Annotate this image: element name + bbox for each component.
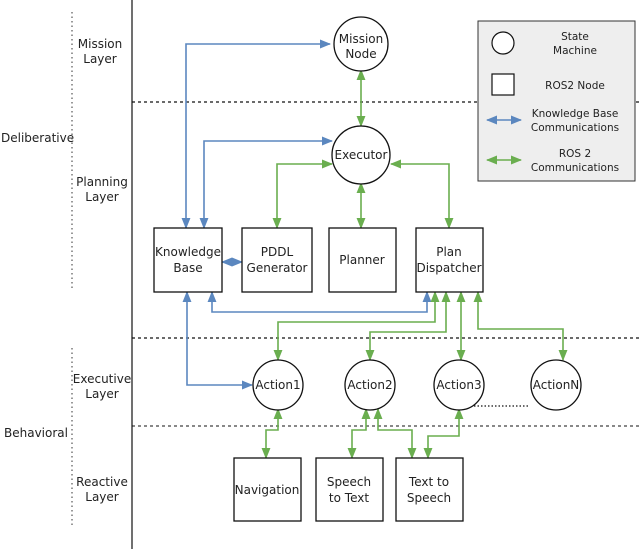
actionN-label: ActionN bbox=[533, 378, 580, 392]
planning-layer-label-line1: Planning bbox=[76, 175, 128, 189]
navigation-label: Navigation bbox=[235, 483, 300, 497]
arrow-kb-action1 bbox=[182, 290, 254, 390]
arrow-kb-executor bbox=[199, 136, 334, 230]
text-to-speech-label-line1: Text to bbox=[408, 475, 449, 489]
legend-ros2-node-label: ROS2 Node bbox=[545, 80, 605, 92]
arrow-dispatcher-action2 bbox=[365, 290, 451, 362]
mission-node-label-line1: Mission bbox=[339, 32, 383, 46]
legend: State Machine ROS2 Node Knowledge Base C… bbox=[477, 20, 636, 182]
state-machine-executor: Executor bbox=[331, 125, 391, 185]
state-machine-action3: Action3 bbox=[433, 359, 485, 411]
planning-layer-label-line2: Layer bbox=[85, 190, 119, 204]
arrow-action1-navigation bbox=[261, 407, 283, 460]
legend-state-machine-line2: Machine bbox=[553, 45, 597, 57]
knowledge-base-label-line1: Knowledge bbox=[155, 245, 221, 259]
node-planner: Planner bbox=[328, 227, 397, 293]
arrow-kb-mission bbox=[181, 39, 332, 230]
arrow-executor-dispatcher bbox=[389, 159, 454, 230]
mission-layer-label-line1: Mission bbox=[78, 37, 122, 51]
arrow-action2-text-to-speech bbox=[373, 407, 417, 460]
speech-to-text-label-line1: Speech bbox=[327, 475, 371, 489]
arrow-action3-text-to-speech bbox=[423, 407, 464, 460]
legend-state-machine-symbol bbox=[491, 31, 515, 55]
reactive-layer-label-line2: Layer bbox=[85, 490, 119, 504]
node-navigation: Navigation bbox=[233, 457, 302, 522]
state-machine-action1: Action1 bbox=[252, 359, 304, 411]
ros2-arrows bbox=[261, 68, 568, 460]
legend-kb-comm-line1: Knowledge Base bbox=[532, 108, 619, 120]
node-pddl-generator: PDDL Generator bbox=[241, 227, 313, 293]
mission-node-label-line2: Node bbox=[345, 47, 376, 61]
state-machine-action2: Action2 bbox=[344, 359, 396, 411]
text-to-speech-label-line2: Speech bbox=[407, 491, 451, 505]
pddl-generator-label-line1: PDDL bbox=[261, 245, 294, 259]
arrow-dispatcher-action1 bbox=[273, 290, 440, 362]
node-text-to-speech: Text to Speech bbox=[395, 457, 464, 522]
knowledge-base-label-line2: Base bbox=[173, 261, 202, 275]
action2-label: Action2 bbox=[347, 378, 392, 392]
legend-kb-comm-line2: Communications bbox=[531, 122, 619, 134]
plan-dispatcher-label-line2: Dispatcher bbox=[416, 261, 481, 275]
arrow-dispatcher-actionN bbox=[473, 290, 568, 362]
legend-state-machine-line1: State bbox=[561, 31, 589, 43]
pddl-generator-label-line2: Generator bbox=[247, 261, 308, 275]
speech-to-text-label-line2: to Text bbox=[329, 491, 369, 505]
action1-label: Action1 bbox=[255, 378, 300, 392]
deliberative-label: Deliberative bbox=[1, 131, 74, 145]
legend-ros2-node-symbol bbox=[491, 73, 515, 96]
node-speech-to-text: Speech to Text bbox=[315, 457, 384, 522]
reactive-layer-label-line1: Reactive bbox=[76, 475, 128, 489]
plan-dispatcher-label-line1: Plan bbox=[436, 245, 462, 259]
legend-ros2-comm-line2: Communications bbox=[531, 162, 619, 174]
state-machine-mission-node: Mission Node bbox=[333, 16, 389, 72]
arrow-kb-dispatcher bbox=[207, 290, 432, 313]
planner-label: Planner bbox=[339, 253, 385, 267]
node-knowledge-base: Knowledge Base bbox=[153, 227, 223, 293]
executive-layer-label-line1: Executive bbox=[73, 372, 131, 386]
node-plan-dispatcher: Plan Dispatcher bbox=[415, 227, 484, 293]
kb-arrows bbox=[181, 39, 432, 390]
executor-label: Executor bbox=[335, 148, 388, 162]
legend-ros2-comm-line1: ROS 2 bbox=[559, 148, 591, 160]
arrow-executor-pddl bbox=[272, 159, 334, 230]
action3-label: Action3 bbox=[436, 378, 481, 392]
arrow-action2-speech-to-text bbox=[347, 407, 371, 460]
executive-layer-label-line2: Layer bbox=[85, 387, 119, 401]
state-machine-actionN: ActionN bbox=[530, 359, 582, 411]
mission-layer-label-line2: Layer bbox=[83, 52, 117, 66]
behavioral-label: Behavioral bbox=[4, 426, 68, 440]
